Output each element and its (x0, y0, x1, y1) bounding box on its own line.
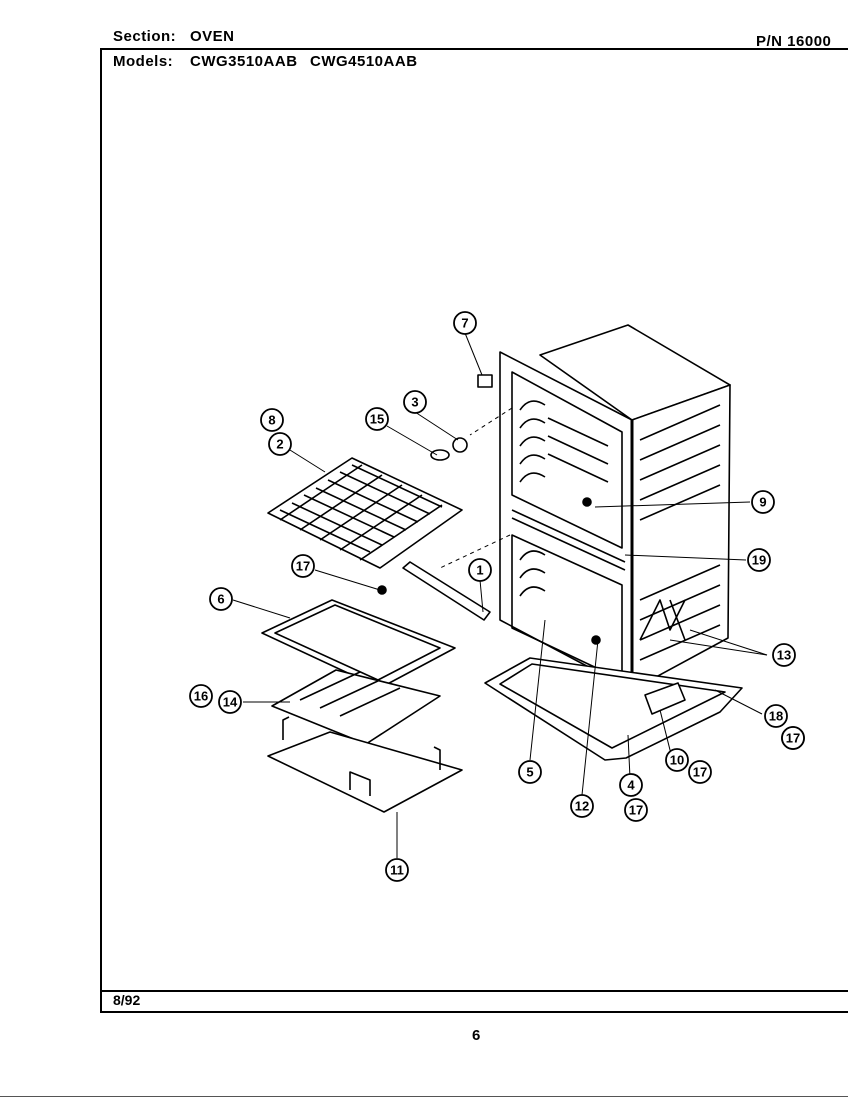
callout-number: 14 (223, 695, 238, 710)
part-number: P/N 16000 (756, 33, 832, 50)
broiler-drawer (267, 731, 463, 813)
callout-number: 16 (194, 689, 208, 704)
model-number: CWG4510AAB (310, 53, 418, 70)
callout-number: 8 (268, 413, 275, 428)
callout-8: 8 (260, 408, 284, 432)
callout-number: 10 (670, 753, 684, 768)
screw (377, 585, 387, 595)
footer-divider (100, 990, 848, 992)
callout-6: 6 (209, 587, 233, 611)
callout-10: 10 (665, 748, 689, 772)
callout-1: 1 (468, 558, 492, 582)
oven-cabinet (499, 324, 731, 691)
callout-number: 17 (693, 765, 707, 780)
oven-rack (267, 457, 463, 569)
page-number: 6 (472, 1027, 481, 1044)
callout-number: 3 (411, 395, 418, 410)
callout-number: 5 (526, 765, 533, 780)
callout-11: 11 (385, 858, 409, 882)
section-label: Section: (113, 28, 177, 45)
igniter (639, 599, 686, 641)
callout-number: 13 (777, 648, 791, 663)
lens (430, 449, 450, 461)
callout-number: 4 (627, 778, 635, 793)
callout-15: 15 (365, 407, 389, 431)
callout-9: 9 (751, 490, 775, 514)
callout-number: 9 (759, 495, 766, 510)
callout-number: 17 (629, 803, 643, 818)
callout-5: 5 (518, 760, 542, 784)
callout-18: 18 (764, 704, 788, 728)
callout-number: 18 (769, 709, 783, 724)
callout-4: 4 (619, 773, 643, 797)
callout-number: 2 (276, 437, 283, 452)
callout-19: 19 (747, 548, 771, 572)
callout-7: 7 (453, 311, 477, 335)
thermostat-bulb (582, 497, 592, 507)
callout-number: 17 (296, 559, 310, 574)
callout-17: 17 (688, 760, 712, 784)
callout-number: 19 (752, 553, 766, 568)
callout-12: 12 (570, 794, 594, 818)
callout-17: 17 (291, 554, 315, 578)
callout-number: 12 (575, 799, 589, 814)
models-label: Models: (113, 53, 174, 70)
callout-14: 14 (218, 690, 242, 714)
upper-cavity-opening (511, 371, 623, 549)
burner-box (644, 682, 686, 715)
callout-number: 15 (370, 412, 384, 427)
callout-2: 2 (268, 432, 292, 456)
bracket (402, 561, 491, 621)
light-socket (477, 374, 493, 388)
model-number: CWG3510AAB (190, 53, 298, 70)
callout-number: 6 (217, 592, 224, 607)
revision-date: 8/92 (113, 992, 141, 1008)
bottom-rule (0, 1096, 848, 1097)
callout-3: 3 (403, 390, 427, 414)
callout-number: 17 (786, 731, 800, 746)
callout-number: 11 (390, 863, 404, 878)
page-frame (100, 48, 848, 1013)
callout-17: 17 (781, 726, 805, 750)
callout-13: 13 (772, 643, 796, 667)
callout-number: 7 (461, 316, 468, 331)
callout-16: 16 (189, 684, 213, 708)
knob (452, 437, 468, 453)
callout-17: 17 (624, 798, 648, 822)
callout-number: 1 (476, 563, 483, 578)
section-value: OVEN (190, 28, 235, 45)
